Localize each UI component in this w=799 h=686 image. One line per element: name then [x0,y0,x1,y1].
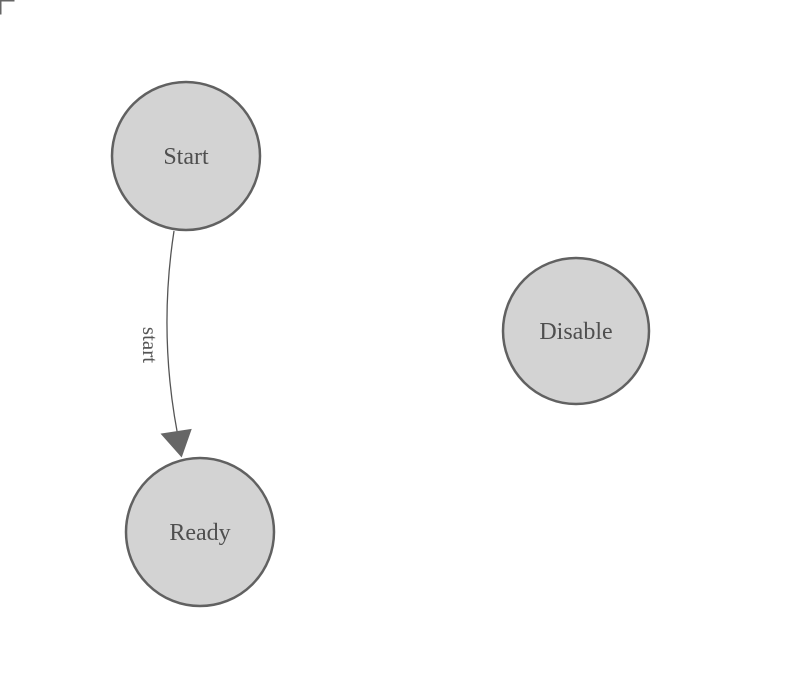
canvas-corner-mark [0,0,15,15]
node-start-circle[interactable] [110,80,262,232]
node-disable[interactable]: Disable [501,256,651,406]
edge-arrowhead-icon [160,428,192,458]
edge-path[interactable] [166,230,182,452]
node-ready[interactable]: Ready [124,456,276,608]
node-ready-circle[interactable] [124,456,276,608]
edge-label: start [138,327,162,363]
node-start[interactable]: Start [110,80,262,232]
node-disable-circle[interactable] [501,256,651,406]
edge-start-to-ready[interactable]: start [138,230,192,458]
